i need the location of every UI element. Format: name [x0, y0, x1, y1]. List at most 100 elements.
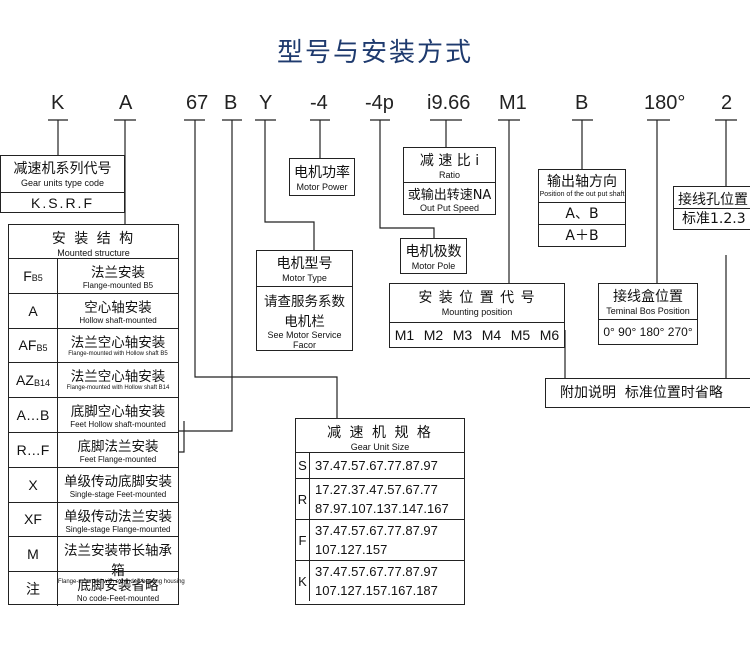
output-shaft-v1: A、B — [565, 206, 599, 222]
ratio-box: 减 速 比 i Ratio 或输出转速NA Out Put Speed — [403, 147, 496, 215]
motor-power-cn: 电机功率 — [294, 165, 350, 181]
mounting-code-text: A — [28, 302, 38, 319]
mounting-structure-cn: 底脚安装省略 — [77, 578, 159, 595]
terminal-box-en: Teminal Bos Position — [606, 306, 690, 316]
cable-hole-box: 接线孔位置 标准1.2.3 — [673, 186, 750, 230]
code-power: -4 — [310, 92, 328, 114]
page-title: 型号与安装方式 — [276, 38, 473, 68]
mounting-structure-en: No code-Feet-mounted — [76, 594, 160, 604]
mounting-structure-cn: 法兰空心轴安装 — [70, 334, 166, 351]
code-y: Y — [259, 92, 273, 114]
cable-hole-cn: 接线孔位置 — [678, 192, 748, 208]
mounting-code-subscript: B5 — [36, 342, 48, 353]
gear-size-code: F — [296, 520, 310, 560]
code-hole: 2 — [721, 92, 733, 114]
code-b: B — [224, 92, 238, 114]
gear-units-box: 减速机系列代号 Gear units type code K.S.R.F — [0, 155, 125, 213]
motor-power-box: 电机功率 Motor Power — [289, 158, 355, 196]
mounting-structure-code: X — [9, 467, 58, 502]
mounting-position-m6: M6 — [539, 327, 560, 343]
ratio-cn2: 或输出转速NA — [407, 188, 492, 203]
gear-size-values: 87.97.107.137.147.167 — [315, 501, 449, 516]
mounting-code-text: 注 — [26, 581, 40, 598]
mounting-code-text: AZ — [16, 372, 34, 389]
code-k: K — [51, 92, 65, 114]
code-terminal: 180° — [644, 92, 686, 114]
mounting-structure-cn: 底脚空心轴安装 — [70, 404, 166, 421]
mounting-structure-en: Single-stage Flange-mounted — [65, 524, 171, 534]
ratio-cn: 减 速 比 i — [419, 153, 480, 169]
gear-units-value: K.S.R.F — [30, 195, 94, 211]
gear-size-values: 37.47.57.67.77.87.97 — [315, 458, 438, 473]
mounting-structure-cn: 法兰安装 — [91, 265, 145, 281]
motor-type-en: Motor Type — [282, 273, 327, 283]
motor-type-cn: 电机型号 — [276, 256, 333, 272]
mounting-structure-en: Flange-mounted B5 — [82, 281, 154, 290]
mounting-code-text: F — [23, 267, 32, 284]
gear-size-row: K 37.47.57.67.77.87.97 107.127.157.167.187 — [296, 560, 464, 601]
mounting-structure-code: XF — [9, 502, 58, 537]
terminal-box-position: 接线盒位置 Teminal Bos Position 0° 90° 180° 2… — [598, 283, 698, 345]
ratio-en2: Out Put Speed — [419, 203, 480, 213]
mounting-structure-cn: 单级传动法兰安装 — [64, 508, 172, 525]
mounting-code-text: M — [27, 546, 39, 563]
output-shaft-en: Position of the out put shaft — [539, 191, 625, 198]
gear-size-code: K — [296, 561, 310, 601]
mounting-structure-cn: 法兰空心轴安装 — [70, 369, 166, 386]
ratio-en: Ratio — [438, 170, 460, 180]
motor-power-en: Motor Power — [296, 182, 348, 192]
mounting-code-text: XF — [24, 511, 42, 528]
mounting-position-m3: M3 — [452, 327, 473, 343]
mounting-structure-en: Flange-mounted with Hollow shaft B14 — [66, 385, 170, 392]
output-shaft-v2: A＋B — [565, 228, 599, 244]
gear-size-values: 107.127.157.167.187 — [315, 583, 438, 598]
mounting-code-text: X — [28, 476, 38, 493]
mounting-structure-en: Single-stage Feet-mounted — [69, 489, 167, 499]
code-size: 67 — [186, 92, 209, 114]
mounting-position-m5: M5 — [510, 327, 531, 343]
code-shaft: B — [575, 92, 589, 114]
motor-type-box: 电机型号 Motor Type 请查服务系数 电机栏 See Motor Ser… — [256, 250, 353, 351]
mounting-position-en: Mounting position — [441, 307, 513, 317]
mounting-structure-code: M — [9, 537, 58, 572]
mounting-structure-cn: 空心轴安装 — [84, 299, 152, 316]
mounting-structure-en: Hollow shaft-mounted — [79, 315, 157, 325]
mounting-structure-en: Feet Hollow shaft-mounted — [70, 420, 166, 430]
code-pole: -4p — [365, 92, 394, 114]
mounting-structure-code: A — [9, 293, 58, 328]
mounting-structure-en: Feet Flange-mounted — [79, 455, 157, 464]
mounting-structure-en: Flange-mounted with extended bearing hou… — [58, 579, 185, 586]
mounting-position-cn: 安 装 位 置 代 号 — [418, 290, 536, 306]
gear-size-cn: 减 速 机 规 格 — [327, 425, 433, 441]
gear-size-values: 37.47.57.67.77.87.97 — [315, 564, 438, 579]
gear-size-values: 107.127.157 — [315, 542, 388, 557]
motor-pole-en: Motor Pole — [411, 261, 456, 271]
mounting-structure-header-en: Mounted structure — [57, 248, 130, 258]
mounting-code-subscript: B5 — [31, 273, 43, 284]
mounting-position-m2: M2 — [423, 327, 444, 343]
code-a: A — [119, 92, 133, 114]
code-mounting: M1 — [499, 92, 527, 114]
mounting-position-m1: M1 — [394, 327, 415, 343]
motor-type-note-cn2: 电机栏 — [284, 314, 325, 330]
terminal-box-cn: 接线盒位置 — [613, 289, 683, 305]
mounting-position-box: 安 装 位 置 代 号 Mounting position M1 M2 M3 M… — [389, 283, 565, 348]
mounting-code-subscript: B14 — [33, 377, 50, 388]
mounting-structure-cn: 底脚法兰安装 — [77, 439, 159, 455]
mounting-structure-cn: 单级传动底脚安装 — [64, 473, 172, 490]
cable-hole-value: 标准1.2.3 — [682, 211, 746, 227]
note-box: 附加说明 标准位置时省略 — [545, 378, 750, 408]
mounting-position-m4: M4 — [481, 327, 502, 343]
